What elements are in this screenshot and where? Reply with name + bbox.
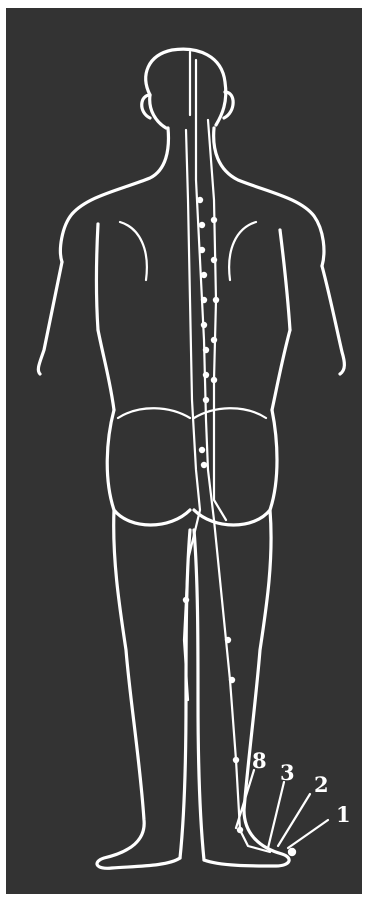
head [142,49,233,128]
point-label-8: 8 [252,748,267,773]
point-label-1: 1 [336,802,351,827]
point-label-3: 3 [280,760,295,785]
buttocks [107,408,277,525]
legs [97,510,289,868]
point-label-2: 2 [314,772,329,797]
